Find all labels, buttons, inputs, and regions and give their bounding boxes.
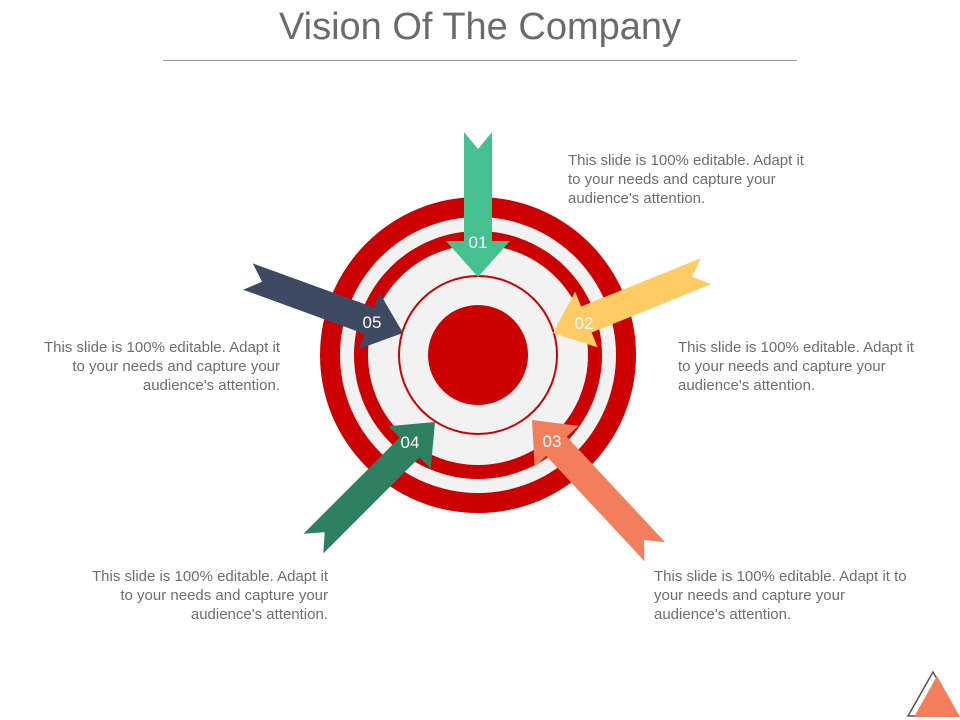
- arrow-02-shape: [553, 258, 712, 348]
- arrow-03-number: 03: [543, 432, 562, 451]
- arrow-04-number: 04: [401, 433, 420, 452]
- point-03-text: This slide is 100% editable. Adapt it to…: [654, 568, 907, 623]
- point-02-text: This slide is 100% editable. Adapt it to…: [678, 339, 914, 394]
- arrow-02-number: 02: [575, 314, 594, 333]
- arrow-01: [446, 132, 510, 277]
- arrow-03-shape: [532, 420, 665, 562]
- arrow-01-shape: [446, 132, 510, 277]
- arrow-05: [243, 263, 403, 349]
- point-04-text: This slide is 100% editable. Adapt it to…: [92, 568, 328, 623]
- point-01-text: This slide is 100% editable. Adapt it to…: [568, 152, 804, 207]
- arrow-01-number: 01: [469, 233, 488, 252]
- arrow-05-number: 05: [363, 313, 382, 332]
- arrow-05-shape: [243, 263, 403, 349]
- point-05-text: This slide is 100% editable. Adapt it to…: [44, 339, 280, 394]
- slide-title: Vision Of The Company: [278, 6, 682, 48]
- target-ring-7: [428, 305, 528, 405]
- title-divider: [163, 60, 797, 61]
- arrow-04: [303, 422, 435, 554]
- arrow-04-shape: [303, 422, 435, 554]
- arrow-02: [553, 258, 712, 348]
- arrow-03: [532, 420, 665, 562]
- triangle-logo-icon: [906, 670, 960, 717]
